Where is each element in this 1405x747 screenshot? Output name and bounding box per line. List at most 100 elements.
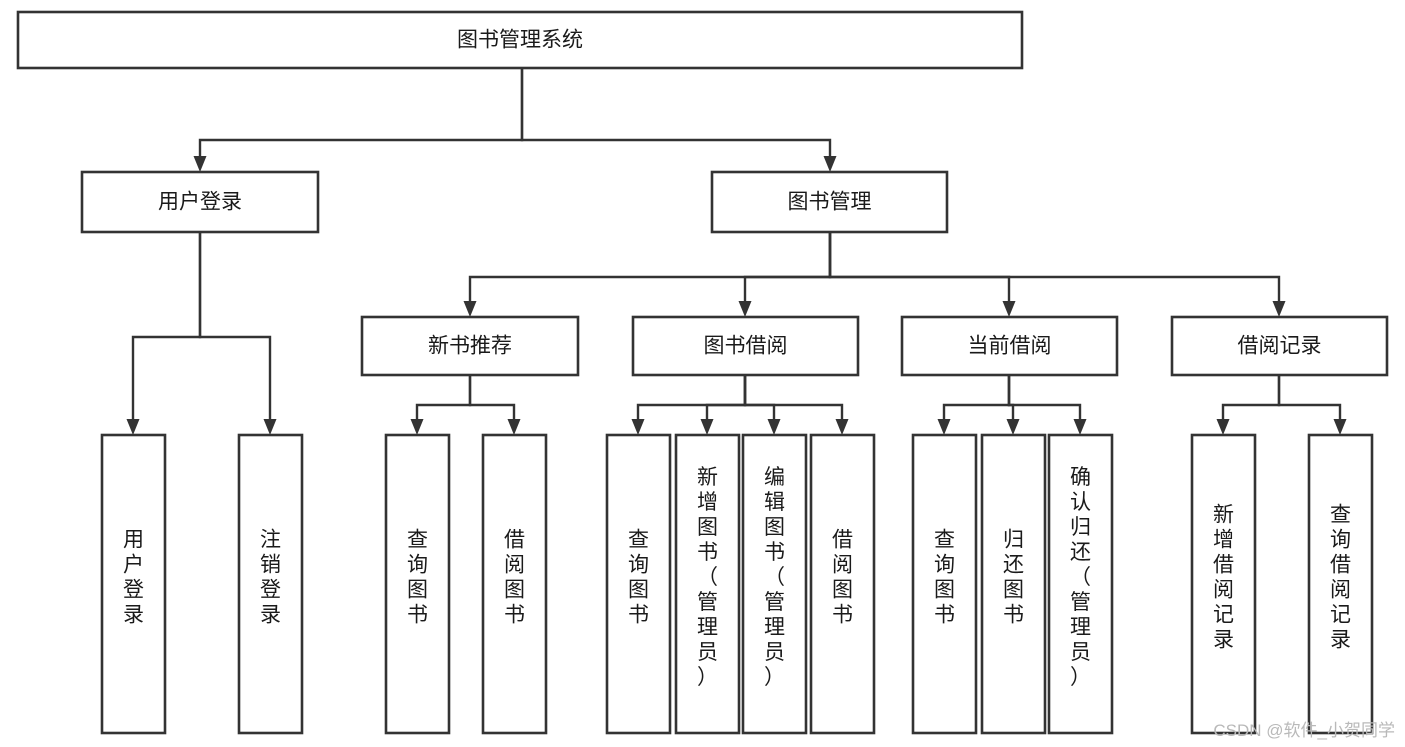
node-label: 确认归还（管理员） <box>1070 466 1091 689</box>
arrow-head-icon <box>631 419 645 435</box>
arrow-head-icon <box>937 419 951 435</box>
node-label: 借阅记录 <box>1238 335 1322 358</box>
connector-edge-cb-confirm-return <box>1007 375 1087 435</box>
connector-edge-bb-add-book <box>700 375 747 435</box>
node-label: 图书管理系统 <box>457 29 583 52</box>
connector-edge-bm-borrow-records <box>828 232 1286 317</box>
node-box[interactable] <box>237 433 304 735</box>
connector-line <box>828 232 1281 301</box>
node-leaf-borrow-books-2[interactable]: 借阅图书 <box>809 433 876 735</box>
arrow-head-icon <box>767 419 781 435</box>
node-box[interactable] <box>16 10 1024 70</box>
node-label: 借阅图书 <box>504 529 525 627</box>
connector-line <box>705 375 747 419</box>
node-leaf-confirm-return[interactable]: 确认归还（管理员） <box>1047 433 1114 735</box>
node-leaf-query-record[interactable]: 查询借阅记录 <box>1307 433 1374 735</box>
connector-edge-cb-query-books <box>937 375 1011 435</box>
arrow-head-icon <box>263 419 277 435</box>
node-leaf-add-record[interactable]: 新增借阅记录 <box>1190 433 1257 735</box>
node-label: 当前借阅 <box>968 335 1052 358</box>
connector-line <box>131 232 202 419</box>
connector-line <box>743 375 776 419</box>
node-box[interactable] <box>1307 433 1374 735</box>
node-box[interactable] <box>809 433 876 735</box>
arrow-head-icon <box>1006 419 1020 435</box>
node-label: 新书推荐 <box>428 335 512 358</box>
connector-edge-bm-current-borrow <box>828 232 1016 317</box>
arrow-head-icon <box>1073 419 1087 435</box>
node-user-login[interactable]: 用户登录 <box>80 170 320 234</box>
node-box[interactable] <box>481 433 548 735</box>
node-box[interactable] <box>360 315 580 377</box>
node-box[interactable] <box>710 170 949 234</box>
connector-edge-bm-book-borrow <box>738 232 832 317</box>
connector-line <box>942 375 1011 419</box>
node-root[interactable]: 图书管理系统 <box>16 10 1024 70</box>
arrow-head-icon <box>823 156 837 172</box>
connector-line <box>1007 375 1082 419</box>
node-leaf-query-books-3[interactable]: 查询图书 <box>911 433 978 735</box>
node-book-management[interactable]: 图书管理 <box>710 170 949 234</box>
node-label: 图书管理 <box>788 191 872 214</box>
connector-line <box>1221 375 1281 419</box>
connector-edge-user-login-leaf-user-login <box>126 232 202 435</box>
node-box[interactable] <box>631 315 860 377</box>
node-label: 注销登录 <box>260 529 281 627</box>
connector-line <box>468 375 516 419</box>
connector-line <box>198 232 272 419</box>
node-box[interactable] <box>741 433 808 735</box>
node-leaf-borrow-books-1[interactable]: 借阅图书 <box>481 433 548 735</box>
arrow-head-icon <box>507 419 521 435</box>
node-borrow-records[interactable]: 借阅记录 <box>1170 315 1389 377</box>
node-leaf-logout[interactable]: 注销登录 <box>237 433 304 735</box>
arrow-head-icon <box>1333 419 1347 435</box>
node-leaf-query-books-1[interactable]: 查询图书 <box>384 433 451 735</box>
connector-line <box>743 375 844 419</box>
connector-line <box>828 232 1011 301</box>
node-box[interactable] <box>1170 315 1389 377</box>
node-label: 查询图书 <box>628 529 649 627</box>
node-leaf-add-book[interactable]: 新增图书（管理员） <box>674 433 741 735</box>
node-box[interactable] <box>605 433 672 735</box>
connector-line <box>415 375 472 419</box>
connector-edge-user-login-leaf-logout <box>198 232 277 435</box>
node-new-book-recommend[interactable]: 新书推荐 <box>360 315 580 377</box>
node-box[interactable] <box>100 433 167 735</box>
node-leaf-return-books[interactable]: 归还图书 <box>980 433 1047 735</box>
arrow-head-icon <box>463 301 477 317</box>
node-label: 新增图书（管理员） <box>697 466 718 689</box>
arrow-head-icon <box>1002 301 1016 317</box>
node-leaf-user-login[interactable]: 用户登录 <box>100 433 167 735</box>
node-box[interactable] <box>1047 433 1114 735</box>
connector-edge-root-book-management <box>520 68 837 172</box>
connector-line <box>468 232 832 301</box>
arrow-head-icon <box>835 419 849 435</box>
node-book-borrow[interactable]: 图书借阅 <box>631 315 860 377</box>
node-box[interactable] <box>384 433 451 735</box>
node-layer: 图书管理系统用户登录图书管理新书推荐图书借阅当前借阅借阅记录用户登录注销登录查询… <box>16 10 1389 735</box>
node-box[interactable] <box>1190 433 1257 735</box>
node-box[interactable] <box>911 433 978 735</box>
arrow-head-icon <box>410 419 424 435</box>
node-box[interactable] <box>980 433 1047 735</box>
connector-edge-br-query-record <box>1277 375 1347 435</box>
connector-edge-nbr-borrow-books <box>468 375 521 435</box>
node-box[interactable] <box>674 433 741 735</box>
node-label: 查询借阅记录 <box>1330 504 1351 652</box>
node-label: 编辑图书（管理员） <box>764 466 785 689</box>
connector-line <box>636 375 747 419</box>
connector-edge-root-user-login <box>193 68 524 172</box>
arrow-head-icon <box>193 156 207 172</box>
node-label: 用户登录 <box>158 191 242 214</box>
node-box[interactable] <box>900 315 1119 377</box>
arrow-head-icon <box>1272 301 1286 317</box>
arrow-head-icon <box>700 419 714 435</box>
arrow-head-icon <box>738 301 752 317</box>
connector-edge-br-add-record <box>1216 375 1281 435</box>
node-leaf-edit-book[interactable]: 编辑图书（管理员） <box>741 433 808 735</box>
node-leaf-query-books-2[interactable]: 查询图书 <box>605 433 672 735</box>
node-current-borrow[interactable]: 当前借阅 <box>900 315 1119 377</box>
node-box[interactable] <box>80 170 320 234</box>
